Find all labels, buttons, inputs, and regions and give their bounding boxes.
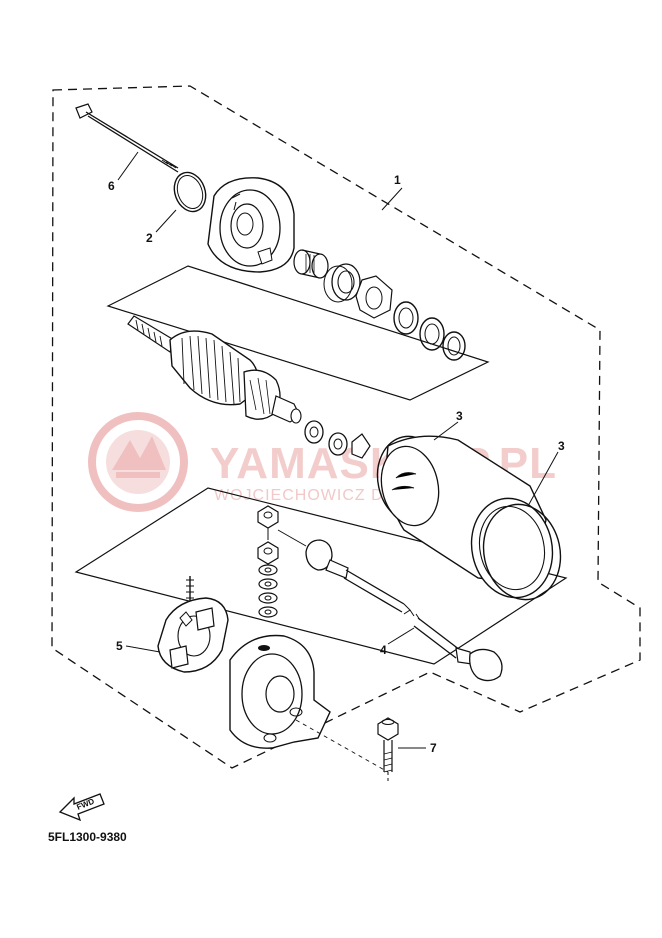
armature-washers — [304, 420, 371, 459]
armature — [127, 315, 302, 424]
assembly-boundary — [51, 85, 641, 769]
shim-washers — [393, 301, 466, 361]
callout-6: 6 — [108, 179, 115, 193]
part-code: 5FL1300-9380 — [48, 830, 127, 844]
lock-plate — [355, 275, 393, 319]
callout-1: 1 — [394, 173, 401, 187]
ball-bearing — [323, 263, 361, 303]
yoke-housing — [380, 435, 554, 599]
callout-3a: 3 — [456, 409, 463, 423]
mounting-bolt — [377, 717, 399, 784]
alignment-lines — [295, 719, 389, 773]
starter-lead-wire — [277, 529, 503, 682]
through-bolt — [75, 103, 179, 173]
callout-7: 7 — [430, 741, 437, 755]
terminal-nuts-washers — [257, 505, 279, 618]
bearing-group-frame — [106, 265, 490, 401]
callout-labels: 1 2 6 3 3 4 5 7 — [108, 173, 565, 755]
callout-2: 2 — [146, 231, 153, 245]
callout-5: 5 — [116, 639, 123, 653]
leader-lines — [117, 151, 559, 749]
rear-cover — [229, 634, 331, 749]
watermark-logo — [88, 412, 188, 512]
front-cover — [207, 177, 295, 273]
brush-holder — [157, 576, 229, 673]
needle-bearing — [293, 249, 329, 279]
callout-4: 4 — [380, 643, 387, 657]
brush-group-frame — [74, 487, 568, 665]
callout-3b: 3 — [558, 439, 565, 453]
o-ring — [173, 171, 207, 213]
yoke-o-ring-rear — [482, 503, 562, 601]
fwd-arrow-icon: FWD — [58, 793, 105, 822]
